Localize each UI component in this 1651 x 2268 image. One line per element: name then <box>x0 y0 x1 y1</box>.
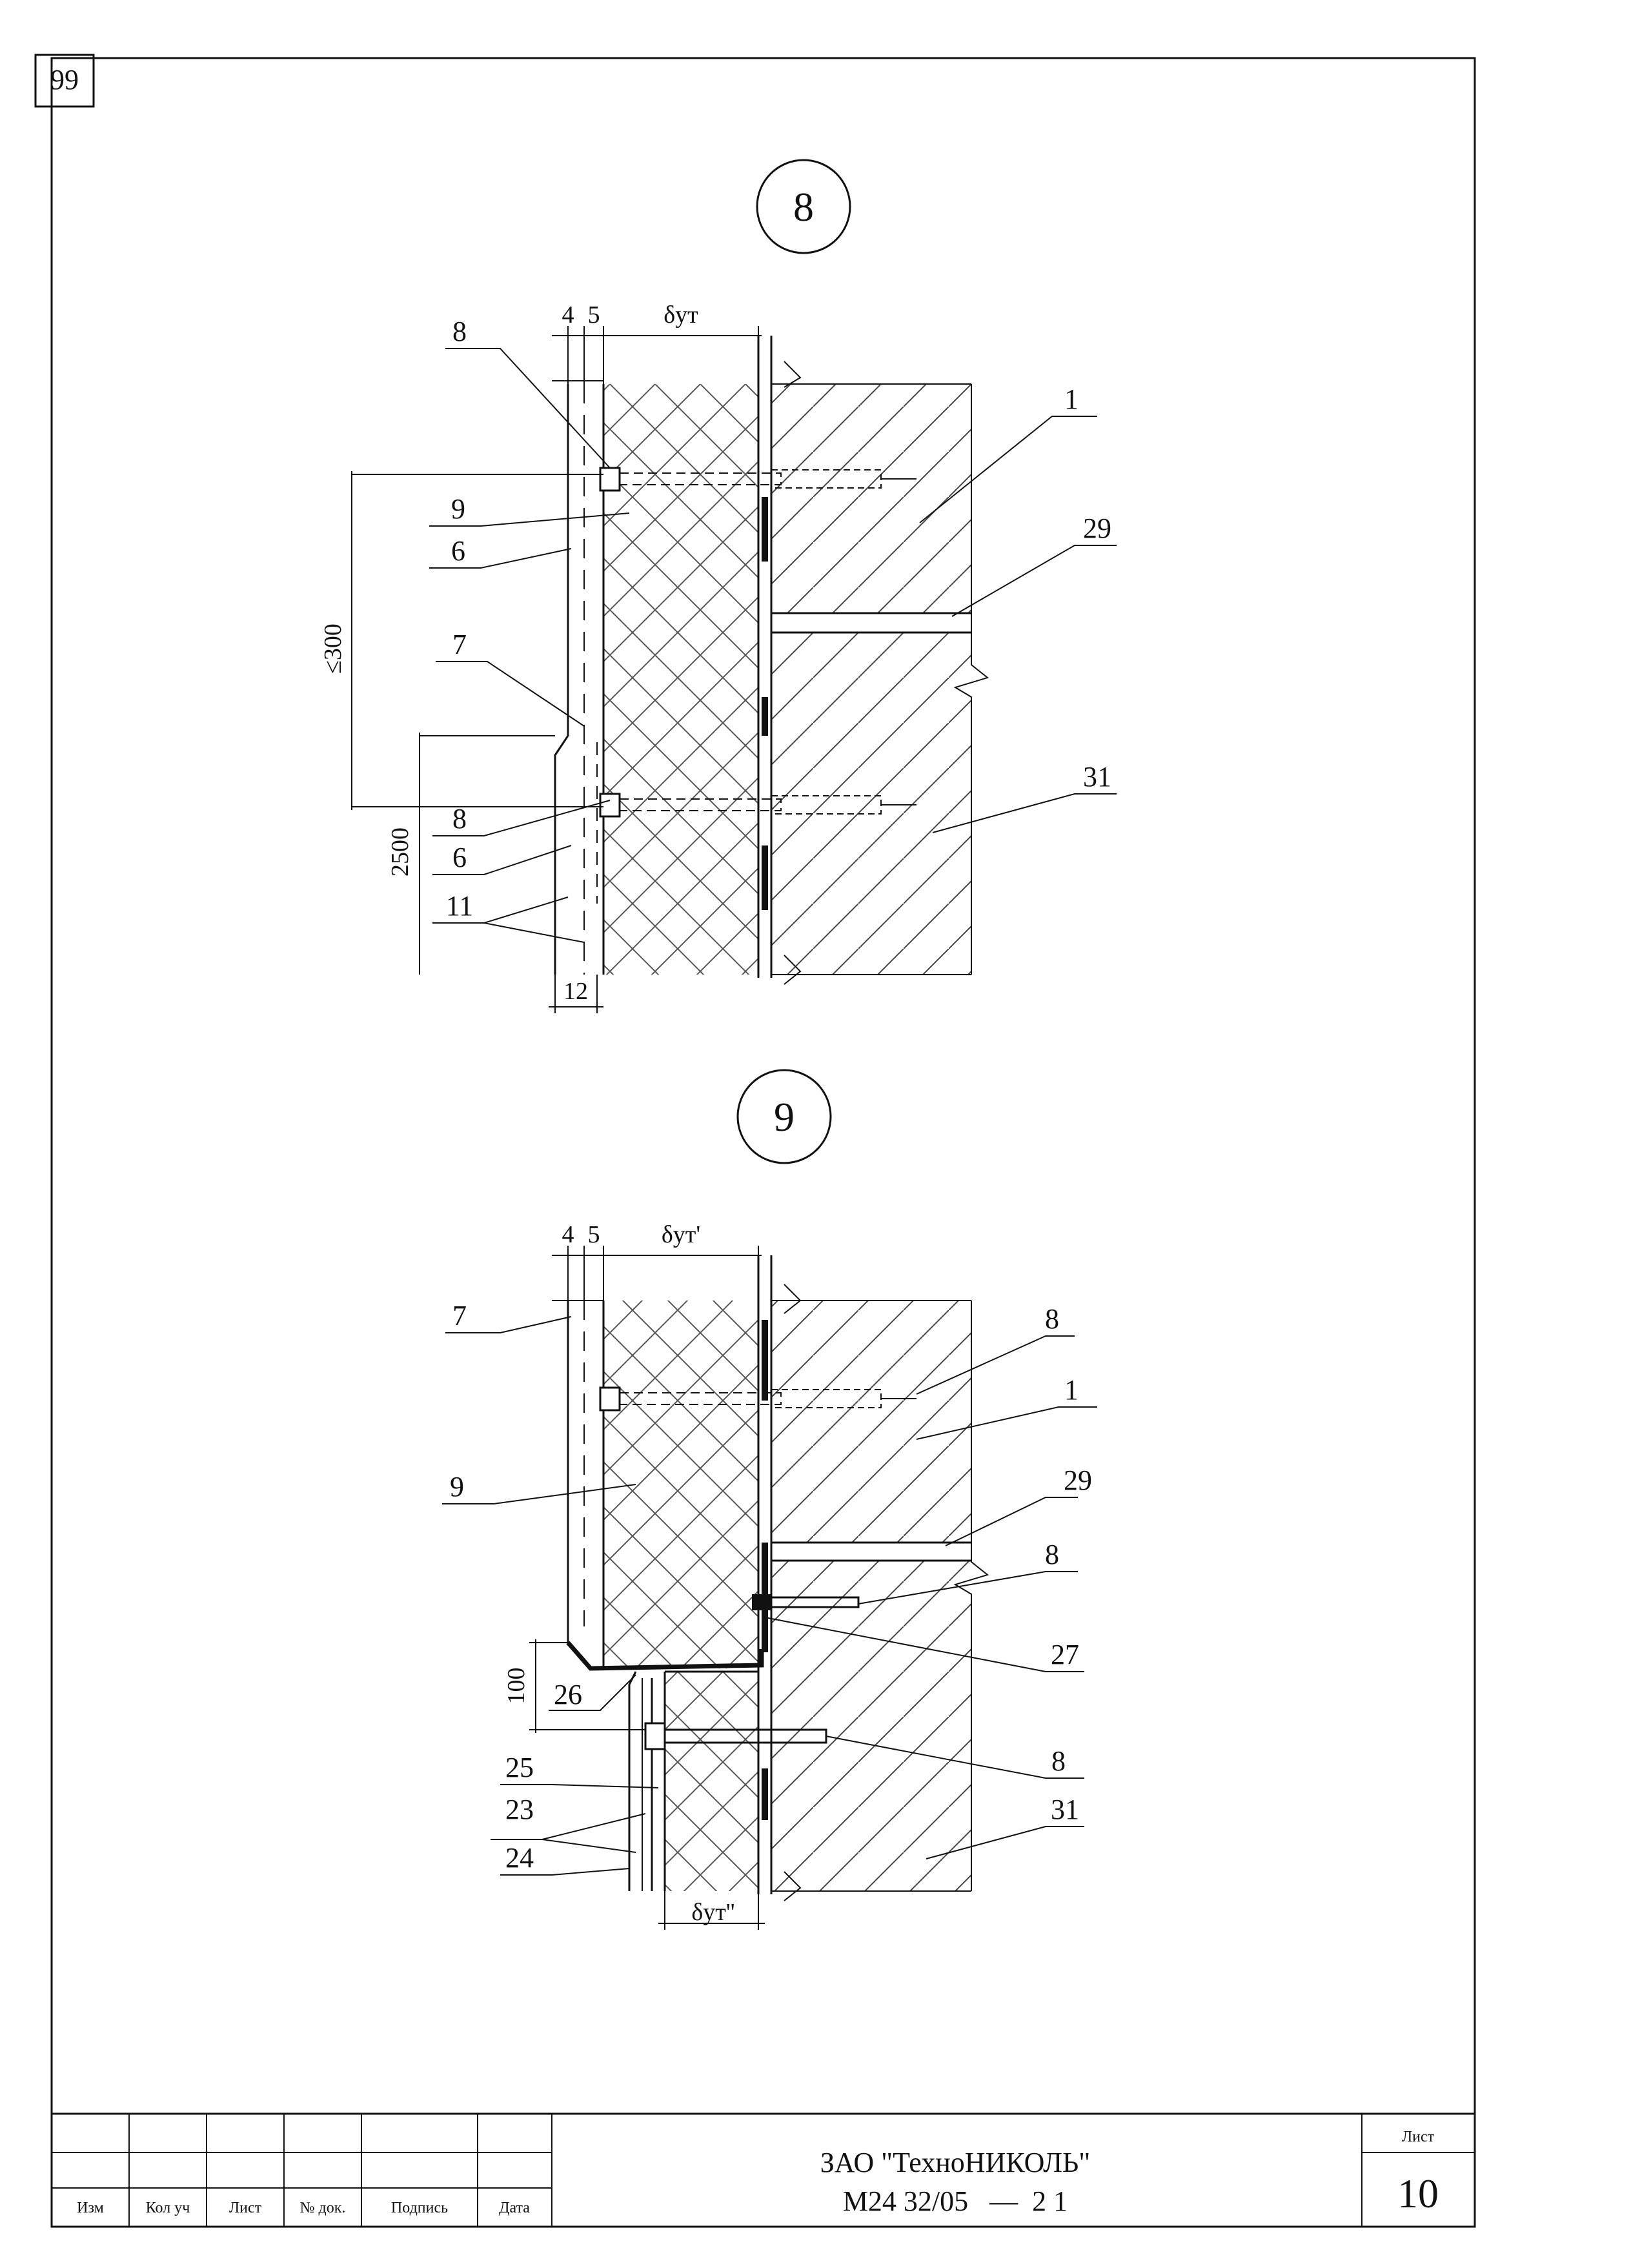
detail-8-label-9: 9 <box>451 493 465 525</box>
detail-9-slab-joint <box>771 1543 971 1561</box>
detail-8-label-1: 1 <box>1064 383 1079 415</box>
detail-9-insulation-upper <box>603 1301 758 1668</box>
title-sheet-number: 10 <box>1397 2171 1439 2216</box>
detail-8-dim-insulation: δут <box>663 301 698 329</box>
title-sheet-label: Лист <box>1402 2129 1435 2145</box>
title-col-date: Дата <box>499 2200 530 2216</box>
title-block: Изм Кол уч Лист № док. Подпись Дата ЗАО … <box>50 2112 1476 2228</box>
detail-9-screw-profile <box>752 1594 860 1610</box>
detail-8-dim-12: 12 <box>563 978 588 1005</box>
detail-9-bottom-dimension <box>658 1891 765 1930</box>
detail-8-label-6b: 6 <box>452 842 467 873</box>
title-col-list: Лист <box>229 2200 262 2216</box>
detail-9-label-7: 7 <box>452 1300 467 1331</box>
detail-8-label-6a: 6 <box>451 535 465 567</box>
detail-9-dim-4: 4 <box>562 1221 574 1248</box>
detail-9-label-8a: 8 <box>1045 1303 1059 1335</box>
detail-8-number: 8 <box>793 184 814 230</box>
title-code: М24 32/05 — 2 1 <box>843 2185 1068 2217</box>
page-number: 99 <box>50 64 79 96</box>
detail-8-dim-4: 4 <box>562 301 574 329</box>
detail-9-top-dimension <box>552 1246 762 1304</box>
title-company: ЗАО "ТехноНИКОЛЬ" <box>820 2147 1091 2178</box>
detail-8-concrete-wall <box>771 384 971 975</box>
title-col-kol: Кол уч <box>146 2200 190 2216</box>
detail-8-label-8b: 8 <box>452 803 467 835</box>
detail-9-label-29: 29 <box>1064 1464 1092 1496</box>
detail-8: 8 <box>319 159 1117 1013</box>
detail-9-leaders <box>442 1316 1097 1876</box>
drawing-frame <box>50 57 1476 2228</box>
detail-8-label-29: 29 <box>1083 512 1111 544</box>
detail-9-dim-insulation: δут' <box>662 1221 700 1248</box>
detail-9-label-26: 26 <box>554 1679 582 1710</box>
detail-8-label-7: 7 <box>452 629 467 660</box>
detail-9-number: 9 <box>774 1094 795 1140</box>
detail-9-label-9: 9 <box>450 1471 464 1503</box>
title-col-sign: Подпись <box>391 2200 448 2216</box>
detail-9-side-dimension <box>529 1639 645 1733</box>
detail-9-label-27: 27 <box>1051 1639 1079 1670</box>
detail-9-anchor-top <box>599 1386 917 1412</box>
detail-8-leaders <box>429 348 1117 943</box>
page-number-box: 99 <box>34 54 95 108</box>
detail-8-dim-5: 5 <box>588 301 600 329</box>
detail-9-concrete-wall <box>771 1301 971 1891</box>
detail-9-dim-5: 5 <box>588 1221 600 1248</box>
detail-9-dim-insulation-lower: δут'' <box>691 1899 734 1926</box>
detail-9-label-8c: 8 <box>1051 1745 1066 1777</box>
detail-8-label-11: 11 <box>446 890 473 922</box>
detail-8-label-8a: 8 <box>452 316 467 347</box>
detail-9-label-23: 23 <box>505 1794 534 1825</box>
detail-9-dim-100: 100 <box>503 1668 530 1705</box>
detail-9-label-25: 25 <box>505 1752 534 1783</box>
detail-8-side-dimensions <box>351 380 603 975</box>
detail-8-label-31: 31 <box>1083 761 1111 793</box>
detail-8-dim-2500: 2500 <box>387 827 414 876</box>
title-col-izm: Изм <box>77 2200 104 2216</box>
detail-9-label-31: 31 <box>1051 1794 1079 1825</box>
detail-9-label-8b: 8 <box>1045 1539 1059 1570</box>
detail-9-label-24: 24 <box>505 1842 534 1874</box>
detail-8-bottom-dimension <box>549 975 603 1013</box>
title-col-doc: № док. <box>300 2200 346 2216</box>
detail-8-anchor-bottom <box>599 793 917 818</box>
detail-9-insulation-lower <box>665 1672 758 1891</box>
detail-8-dim-300: ≤300 <box>319 623 347 674</box>
detail-9-label-1: 1 <box>1064 1374 1079 1406</box>
detail-8-top-dimension <box>552 326 762 387</box>
detail-8-insulation <box>603 384 758 975</box>
detail-9: 9 <box>442 1069 1097 1930</box>
detail-8-slab-joint <box>771 613 971 633</box>
